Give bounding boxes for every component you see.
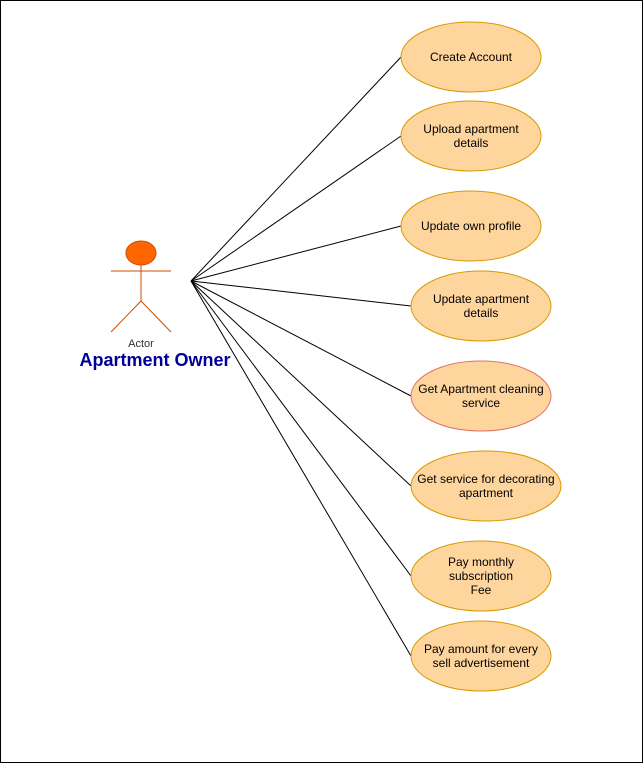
- association-line-upload-apartment-details: [190, 135, 402, 282]
- use-case-ellipse-update-own-profile[interactable]: [400, 190, 542, 262]
- use-case-label-line: details: [463, 306, 499, 320]
- actor-stick-figure[interactable]: [110, 240, 172, 333]
- use-case-label-line: Fee: [470, 583, 492, 597]
- association-lines: [190, 56, 412, 657]
- use-case-label-line: Update apartment: [432, 292, 530, 306]
- use-case-label-line: service: [461, 396, 500, 410]
- actor-caption: Actor: [128, 338, 154, 350]
- actor-left-leg: [110, 300, 142, 333]
- use-case-ellipse-get-service-for-decorating-apartment[interactable]: [410, 450, 562, 522]
- association-line-get-apartment-cleaning-service: [190, 280, 412, 397]
- actor-head: [125, 240, 157, 266]
- use-case-label-line: Pay monthly: [447, 555, 515, 569]
- use-case-label-line: Get Apartment cleaning: [418, 382, 544, 396]
- use-case-ellipse-create-account[interactable]: [400, 21, 542, 93]
- use-case-label-line: Update own profile: [420, 219, 522, 233]
- association-line-update-apartment-details: [190, 280, 412, 307]
- actor-role-label: Apartment Owner: [79, 350, 231, 370]
- use-case-label-line: Upload apartment: [423, 122, 519, 136]
- use-case-ellipse-pay-monthly-subscription-fee[interactable]: [410, 540, 552, 612]
- actor-right-leg: [140, 300, 172, 333]
- use-case-label-line: details: [453, 136, 489, 150]
- use-case-ellipse-get-apartment-cleaning-service[interactable]: [410, 360, 552, 432]
- use-case-label-line: Get service for decorating: [417, 472, 555, 486]
- use-case-label-line: Pay amount for every: [423, 642, 539, 656]
- use-case-label-update-own-profile[interactable]: Update own profile: [401, 191, 541, 261]
- association-line-update-own-profile: [190, 225, 402, 282]
- use-case-label-line: apartment: [458, 486, 514, 500]
- use-case-label-line: subscription: [448, 569, 514, 583]
- use-case-label-line: sell advertisement: [432, 656, 530, 670]
- use-case-label-line: Create Account: [429, 50, 513, 64]
- use-case-ellipse-update-apartment-details[interactable]: [410, 270, 552, 342]
- use-case-label-create-account[interactable]: Create Account: [401, 22, 541, 92]
- association-line-pay-monthly-subscription-fee: [190, 280, 412, 577]
- association-line-pay-amount-for-every-sell-advertisement: [190, 280, 412, 657]
- use-case-ellipses: [400, 21, 562, 692]
- association-line-get-service-for-decorating-apartment: [190, 280, 412, 487]
- use-case-ellipse-upload-apartment-details[interactable]: [400, 100, 542, 172]
- use-case-ellipse-pay-amount-for-every-sell-advertisement[interactable]: [410, 620, 552, 692]
- association-line-create-account: [190, 56, 402, 282]
